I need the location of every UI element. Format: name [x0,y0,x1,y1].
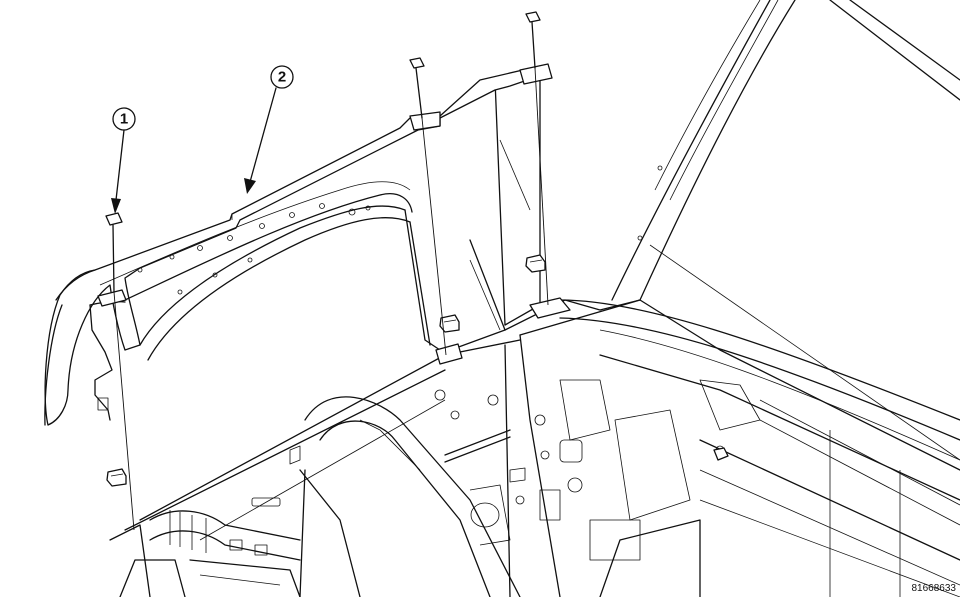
callout-1-label: 1 [120,111,128,128]
clip-nut [525,254,546,273]
bolt [409,57,447,356]
inner-fender-panel [444,69,701,597]
figure-id: 81668633 [912,583,957,594]
bolts-part-1 [105,11,549,531]
clip-nuts [106,254,729,487]
mounting-tabs [97,63,571,365]
cowl-and-pillar [519,0,960,597]
callout-1: 1 [111,107,136,214]
callout-2: 2 [244,65,294,194]
bolt [105,212,135,531]
callout-2-label: 2 [278,69,286,86]
clip-nut [106,468,127,487]
clip-nut [713,447,729,461]
fender-extension-part-2 [44,65,546,426]
clip-nut [439,314,460,333]
bolt [525,11,549,306]
wheelhouse-apron [109,339,526,597]
